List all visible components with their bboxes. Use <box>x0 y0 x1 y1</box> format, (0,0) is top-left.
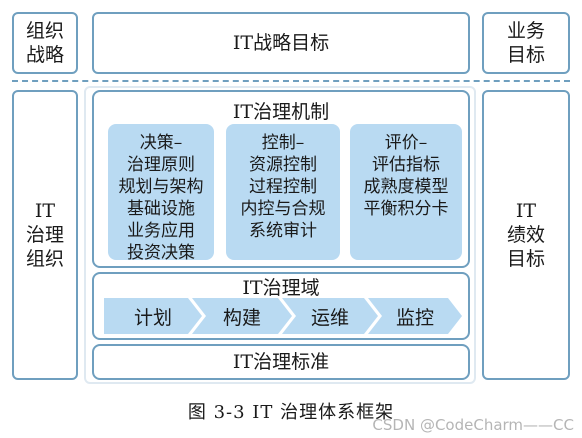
figure-caption: 图 3-3 IT 治理体系框架 <box>187 402 395 423</box>
left-col-line1: IT <box>34 200 56 222</box>
step-monitor-label: 监控 <box>395 306 434 329</box>
control-line1: 控制– <box>261 133 305 153</box>
step-monitor: 监控 <box>368 298 462 334</box>
top-divider <box>12 80 570 82</box>
business-goal-line1: 业务 <box>506 20 545 42</box>
decision-line1: 决策– <box>139 133 183 153</box>
it-strategy-goal-box: IT战略目标 <box>92 12 470 74</box>
business-goal-line2: 目标 <box>506 44 545 66</box>
decision-line4: 基础设施 <box>127 199 195 219</box>
right-col-line3: 目标 <box>506 248 545 270</box>
step-operate: 运维 <box>282 298 378 334</box>
decision-line2: 治理原则 <box>127 155 195 175</box>
left-col-line2: 治理 <box>25 224 64 246</box>
control-line4: 内控与合规 <box>240 199 326 219</box>
step-build: 构建 <box>192 298 292 334</box>
step-operate-label: 运维 <box>310 306 349 329</box>
evaluation-box: 评价– 评估指标 成熟度模型 平衡积分卡 <box>350 124 462 260</box>
org-strategy-line1: 组织 <box>25 20 64 42</box>
right-col-line2: 绩效 <box>506 224 545 246</box>
control-line5: 系统审计 <box>249 221 317 241</box>
org-strategy-box: 组织战略 <box>12 12 78 74</box>
control-box: 控制– 资源控制 过程控制 内控与合规 系统审计 <box>226 124 340 260</box>
it-governance-org-box: IT 治理 组织 <box>12 90 78 380</box>
left-col-line3: 组织 <box>25 248 64 270</box>
evaluation-line3: 成熟度模型 <box>363 177 449 197</box>
governance-standard-title: IT治理标准 <box>232 351 330 373</box>
right-col-line1: IT <box>515 200 537 222</box>
step-build-label: 构建 <box>222 306 261 329</box>
decision-line3: 规划与架构 <box>118 177 204 197</box>
governance-domain-title: IT治理域 <box>242 277 320 299</box>
control-line3: 过程控制 <box>249 177 317 197</box>
it-performance-goal-box: IT 绩效 目标 <box>482 90 570 380</box>
step-plan-label: 计划 <box>133 306 172 329</box>
org-strategy-line2: 战略 <box>25 44 64 66</box>
business-goal-box: 业务目标 <box>482 12 570 74</box>
decision-line6: 投资决策 <box>127 243 195 263</box>
governance-mechanism-title: IT治理机制 <box>232 101 330 123</box>
decision-line5: 业务应用 <box>127 221 195 241</box>
evaluation-line2: 评估指标 <box>372 155 440 175</box>
decision-box: 决策– 治理原则 规划与架构 基础设施 业务应用 投资决策 <box>108 124 214 263</box>
watermark: CSDN @CodeCharm——CC <box>372 416 574 434</box>
control-line2: 资源控制 <box>249 155 317 175</box>
evaluation-line4: 平衡积分卡 <box>363 199 449 219</box>
it-strategy-goal-label: IT战略目标 <box>232 32 330 54</box>
governance-standard-panel: IT治理标准 <box>92 344 470 380</box>
step-plan: 计划 <box>104 298 202 334</box>
evaluation-line1: 评价– <box>384 133 428 153</box>
